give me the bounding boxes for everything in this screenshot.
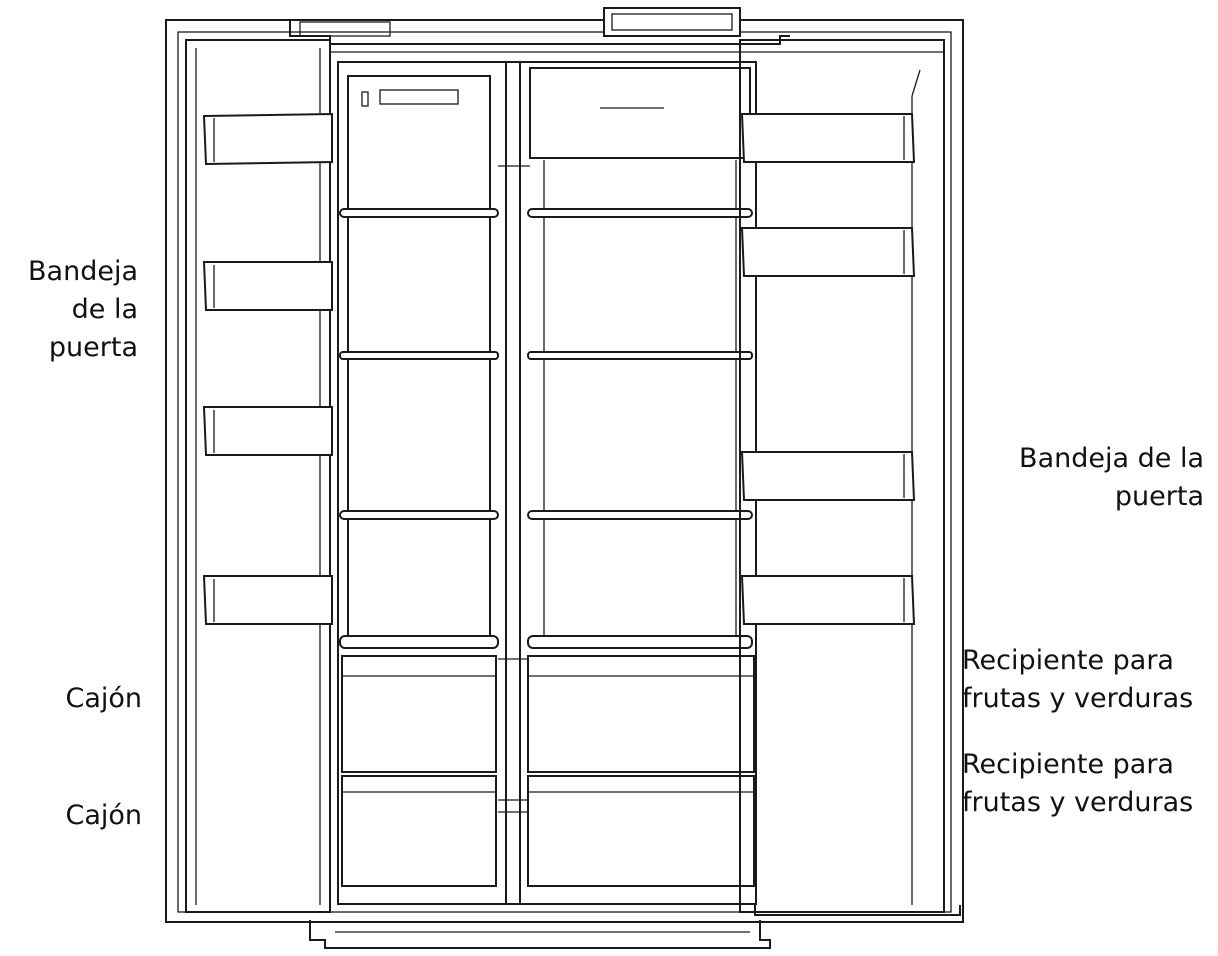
label-line: Bandeja [28,256,138,287]
left-door-tray [202,261,333,311]
left-door-tray [202,112,333,166]
base-plinth [309,905,961,949]
left-door-tray [202,406,333,456]
label-door-tray-right: Bandeja de la puerta [960,440,1204,516]
label-line: Cajón [65,683,142,714]
fridge-compartment [519,61,757,905]
label-line: Recipiente para [962,645,1174,676]
freezer-drawers [341,655,497,887]
left-door-trays [202,112,333,625]
label-line: frutas y verduras [962,683,1194,714]
right-door-trays [740,113,916,625]
label-line: frutas y verduras [962,787,1194,818]
label-line: puerta [1114,481,1204,512]
label-door-tray-left: Bandeja de la puerta [6,253,138,367]
label-line: Recipiente para [962,749,1174,780]
label-line: Cajón [65,800,142,831]
label-drawer-upper: Cajón [40,680,142,718]
label-crisper-lower: Recipiente para frutas y verduras [962,746,1206,822]
left-door [185,39,331,913]
label-line: de la [71,294,138,325]
freezer-compartment [337,61,507,905]
label-crisper-upper: Recipiente para frutas y verduras [962,642,1206,718]
right-door-tray [740,451,916,501]
label-drawer-lower: Cajón [40,797,142,835]
label-line: puerta [48,332,138,363]
right-door-tray [740,575,916,625]
cabinet-outline [165,7,964,923]
right-door-tray [740,227,916,277]
right-door-tray [740,113,916,163]
label-line: Bandeja de la [1019,443,1204,474]
center-mullion [498,61,531,905]
left-door-tray [202,575,333,625]
crisper-drawers [527,655,755,887]
